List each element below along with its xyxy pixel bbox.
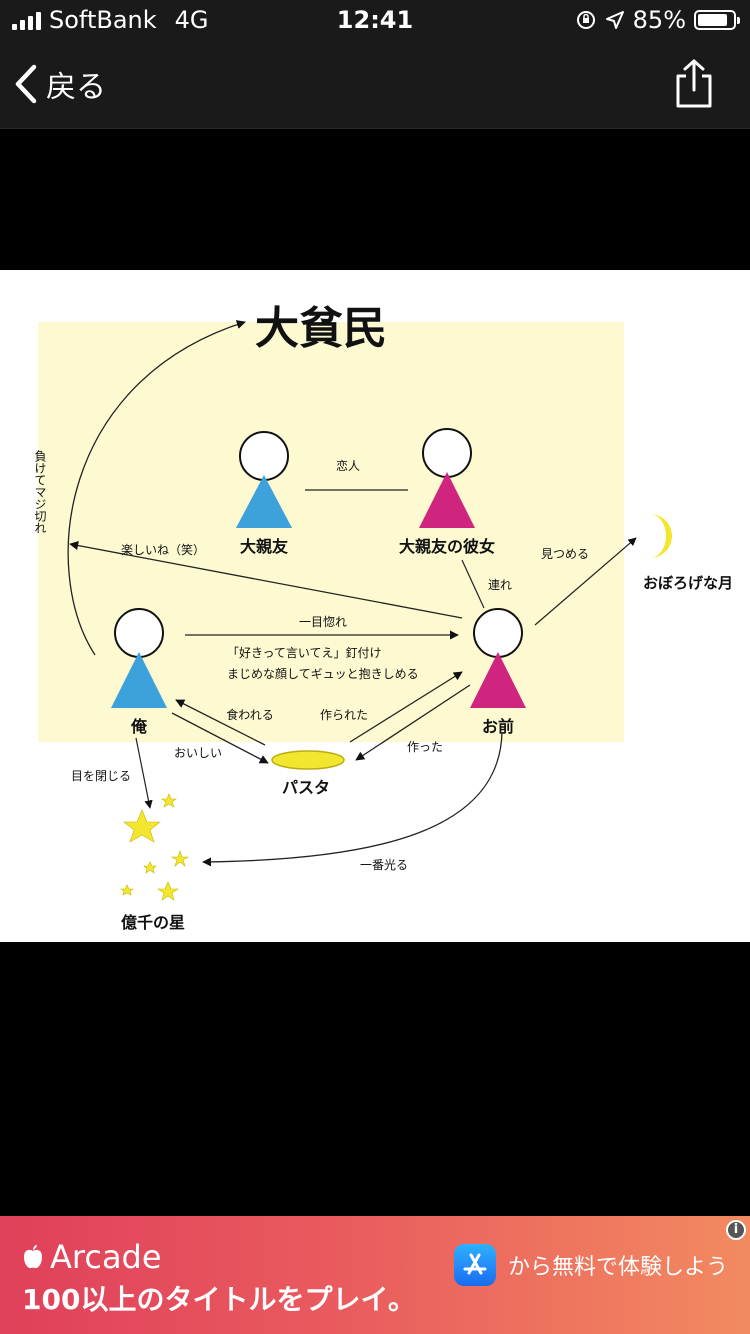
apple-logo-icon xyxy=(24,1245,42,1269)
back-label: 戻る xyxy=(46,70,106,105)
relation-stare: 見つめる xyxy=(541,547,589,561)
shine-arrow xyxy=(202,731,503,867)
label-stars: 億千の星 xyxy=(121,913,185,932)
relation-made: 作った xyxy=(407,740,443,754)
relation-hug: まじめな顔してギュッと抱きしめる xyxy=(227,666,419,681)
nav-bar: 戻る xyxy=(0,40,750,129)
network-type: 4G xyxy=(174,6,209,34)
relation-close-eyes: 目を閉じる xyxy=(71,769,131,783)
relation-love: 一目惚れ xyxy=(299,614,347,629)
label-you: お前 xyxy=(482,717,514,736)
fun-arrow xyxy=(69,541,463,619)
best-friend-head xyxy=(239,431,289,481)
clock: 12:41 xyxy=(336,6,414,34)
diagram-title: 大貧民 xyxy=(255,303,387,354)
ad-brand: Arcade xyxy=(22,1238,162,1276)
relation-shine: 一番光る xyxy=(360,858,408,872)
orientation-lock-icon xyxy=(576,11,595,29)
ad-banner[interactable]: Arcade 100以上のタイトルをプレイ。 から無料で体験しよう i xyxy=(0,1216,750,1334)
stars-icon xyxy=(120,793,190,901)
chevron-left-icon xyxy=(15,64,37,104)
info-icon[interactable]: i xyxy=(726,1220,746,1240)
me-body xyxy=(111,652,167,708)
ad-cta-label: から無料で体験しよう xyxy=(507,1255,728,1280)
signal-bars-icon xyxy=(12,10,41,30)
relation-delicious: おいしい xyxy=(174,746,222,760)
battery-percent: 85% xyxy=(632,6,686,34)
status-right: 85% xyxy=(575,6,740,34)
app-store-icon xyxy=(453,1244,496,1286)
relationship-diagram: 大貧民 大親友 大親友の彼女 俺 お前 パスタ xyxy=(33,303,733,932)
label-girlfriend: 大親友の彼女 xyxy=(399,537,495,556)
battery-fill xyxy=(698,14,727,26)
pasta-icon xyxy=(271,750,345,770)
stare-arrow xyxy=(534,537,637,626)
relation-brought: 連れ xyxy=(488,578,512,592)
relation-eaten: 食われる xyxy=(226,707,273,722)
back-button[interactable]: 戻る xyxy=(14,62,106,106)
battery-icon xyxy=(694,10,740,30)
ad-brand-name: Arcade xyxy=(50,1238,162,1276)
you-body xyxy=(470,652,526,708)
carrier-name: SoftBank xyxy=(49,6,157,34)
share-icon[interactable] xyxy=(672,58,716,108)
lost-arrow xyxy=(67,320,246,656)
delicious-arrow xyxy=(171,712,269,764)
me-head xyxy=(114,608,164,658)
label-moon: おぼろげな月 xyxy=(643,574,733,592)
relation-fun: 楽しいね（笑） xyxy=(121,542,205,557)
best-friend-body xyxy=(236,475,292,528)
status-bar: SoftBank 4G 12:41 85% xyxy=(0,0,750,40)
diagram-image[interactable]: 大貧民 大親友 大親友の彼女 俺 お前 パスタ xyxy=(0,270,750,942)
location-arrow-icon xyxy=(605,11,624,29)
close-eyes-arrow xyxy=(135,737,153,809)
label-best-friend: 大親友 xyxy=(240,537,289,556)
status-left: SoftBank 4G xyxy=(12,6,209,34)
relation-lovers: 恋人 xyxy=(336,458,360,473)
ad-cta-button[interactable]: から無料で体験しよう xyxy=(453,1244,728,1286)
eaten-arrow xyxy=(175,699,266,746)
relation-made-passive: 作られた xyxy=(320,708,368,722)
made-passive-arrow xyxy=(349,671,463,743)
ad-headline: 100以上のタイトルをプレイ。 xyxy=(22,1283,416,1316)
brought-line xyxy=(461,559,485,609)
girlfriend-body xyxy=(419,472,475,528)
made-arrow xyxy=(355,684,471,761)
crescent-moon-icon xyxy=(650,514,672,558)
relation-lost: 負けてマジ切れ xyxy=(33,450,47,534)
you-head xyxy=(473,608,523,658)
girlfriend-head xyxy=(422,428,472,478)
relation-nailed: 「好きって言いてえ」釘付け xyxy=(227,645,382,660)
label-me: 俺 xyxy=(130,717,148,736)
label-pasta: パスタ xyxy=(282,778,330,797)
